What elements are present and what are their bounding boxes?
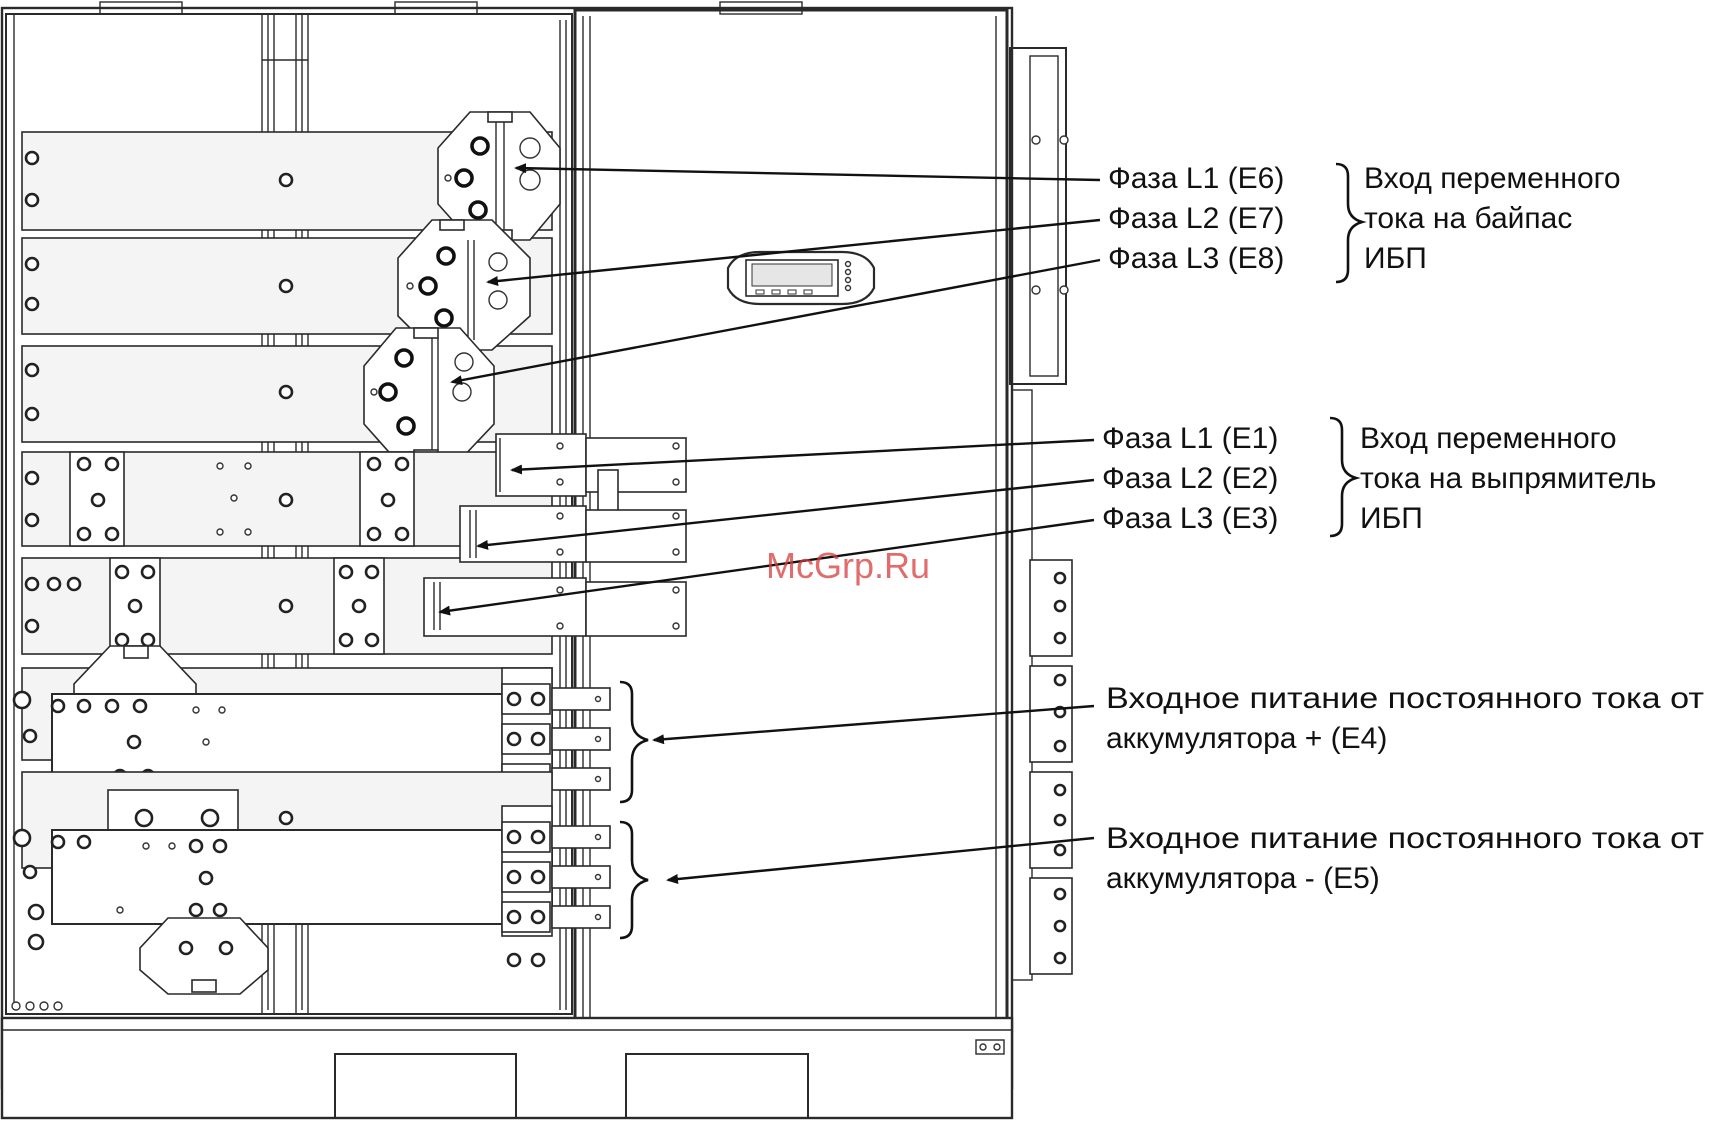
control-display-panel — [728, 252, 874, 304]
label-bypass-l1: Фаза L1 (E6) — [1108, 162, 1284, 195]
label-rectifier-group-2: тока на выпрямитель — [1360, 462, 1656, 495]
label-rectifier-l3: Фаза L3 (E3) — [1102, 502, 1278, 535]
watermark-text: McGrp.Ru — [766, 545, 930, 586]
rectifier-group-brace — [1330, 418, 1356, 536]
battery-plus-labels: Входное питание постоянного тока от акку… — [1106, 682, 1704, 755]
rectifier-lug-e2 — [460, 506, 686, 562]
battery-minus-labels: Входное питание постоянного тока от акку… — [1106, 822, 1704, 895]
side-panel-lower — [1012, 390, 1032, 980]
label-battery-minus-2: аккумулятора - (E5) — [1106, 862, 1380, 895]
label-battery-plus-2: аккумулятора + (E4) — [1106, 722, 1387, 755]
label-battery-plus-1: Входное питание постоянного тока от — [1106, 682, 1704, 715]
bypass-terminal-e8 — [364, 328, 494, 460]
label-rectifier-group-3: ИБП — [1360, 502, 1423, 535]
label-battery-minus-1: Входное питание постоянного тока от — [1106, 822, 1704, 855]
rectifier-lug-e3 — [424, 578, 686, 636]
label-bypass-group-3: ИБП — [1364, 242, 1427, 275]
side-terminal-blocks — [1030, 560, 1072, 974]
label-bypass-l3: Фаза L3 (E8) — [1108, 242, 1284, 275]
label-rectifier-l1: Фаза L1 (E1) — [1102, 422, 1278, 455]
label-bypass-group-1: Вход переменного — [1364, 162, 1621, 195]
label-rectifier-group-1: Вход переменного — [1360, 422, 1617, 455]
bypass-labels: Фаза L1 (E6) Фаза L2 (E7) Фаза L3 (E8) В… — [1108, 162, 1621, 275]
cabinet-base — [2, 1002, 1012, 1118]
label-bypass-l2: Фаза L2 (E7) — [1108, 202, 1284, 235]
label-rectifier-l2: Фаза L2 (E2) — [1102, 462, 1278, 495]
rectifier-labels: Фаза L1 (E1) Фаза L2 (E2) Фаза L3 (E3) В… — [1102, 422, 1656, 535]
bypass-group-brace — [1336, 164, 1362, 282]
label-bypass-group-2: тока на байпас — [1364, 202, 1572, 235]
